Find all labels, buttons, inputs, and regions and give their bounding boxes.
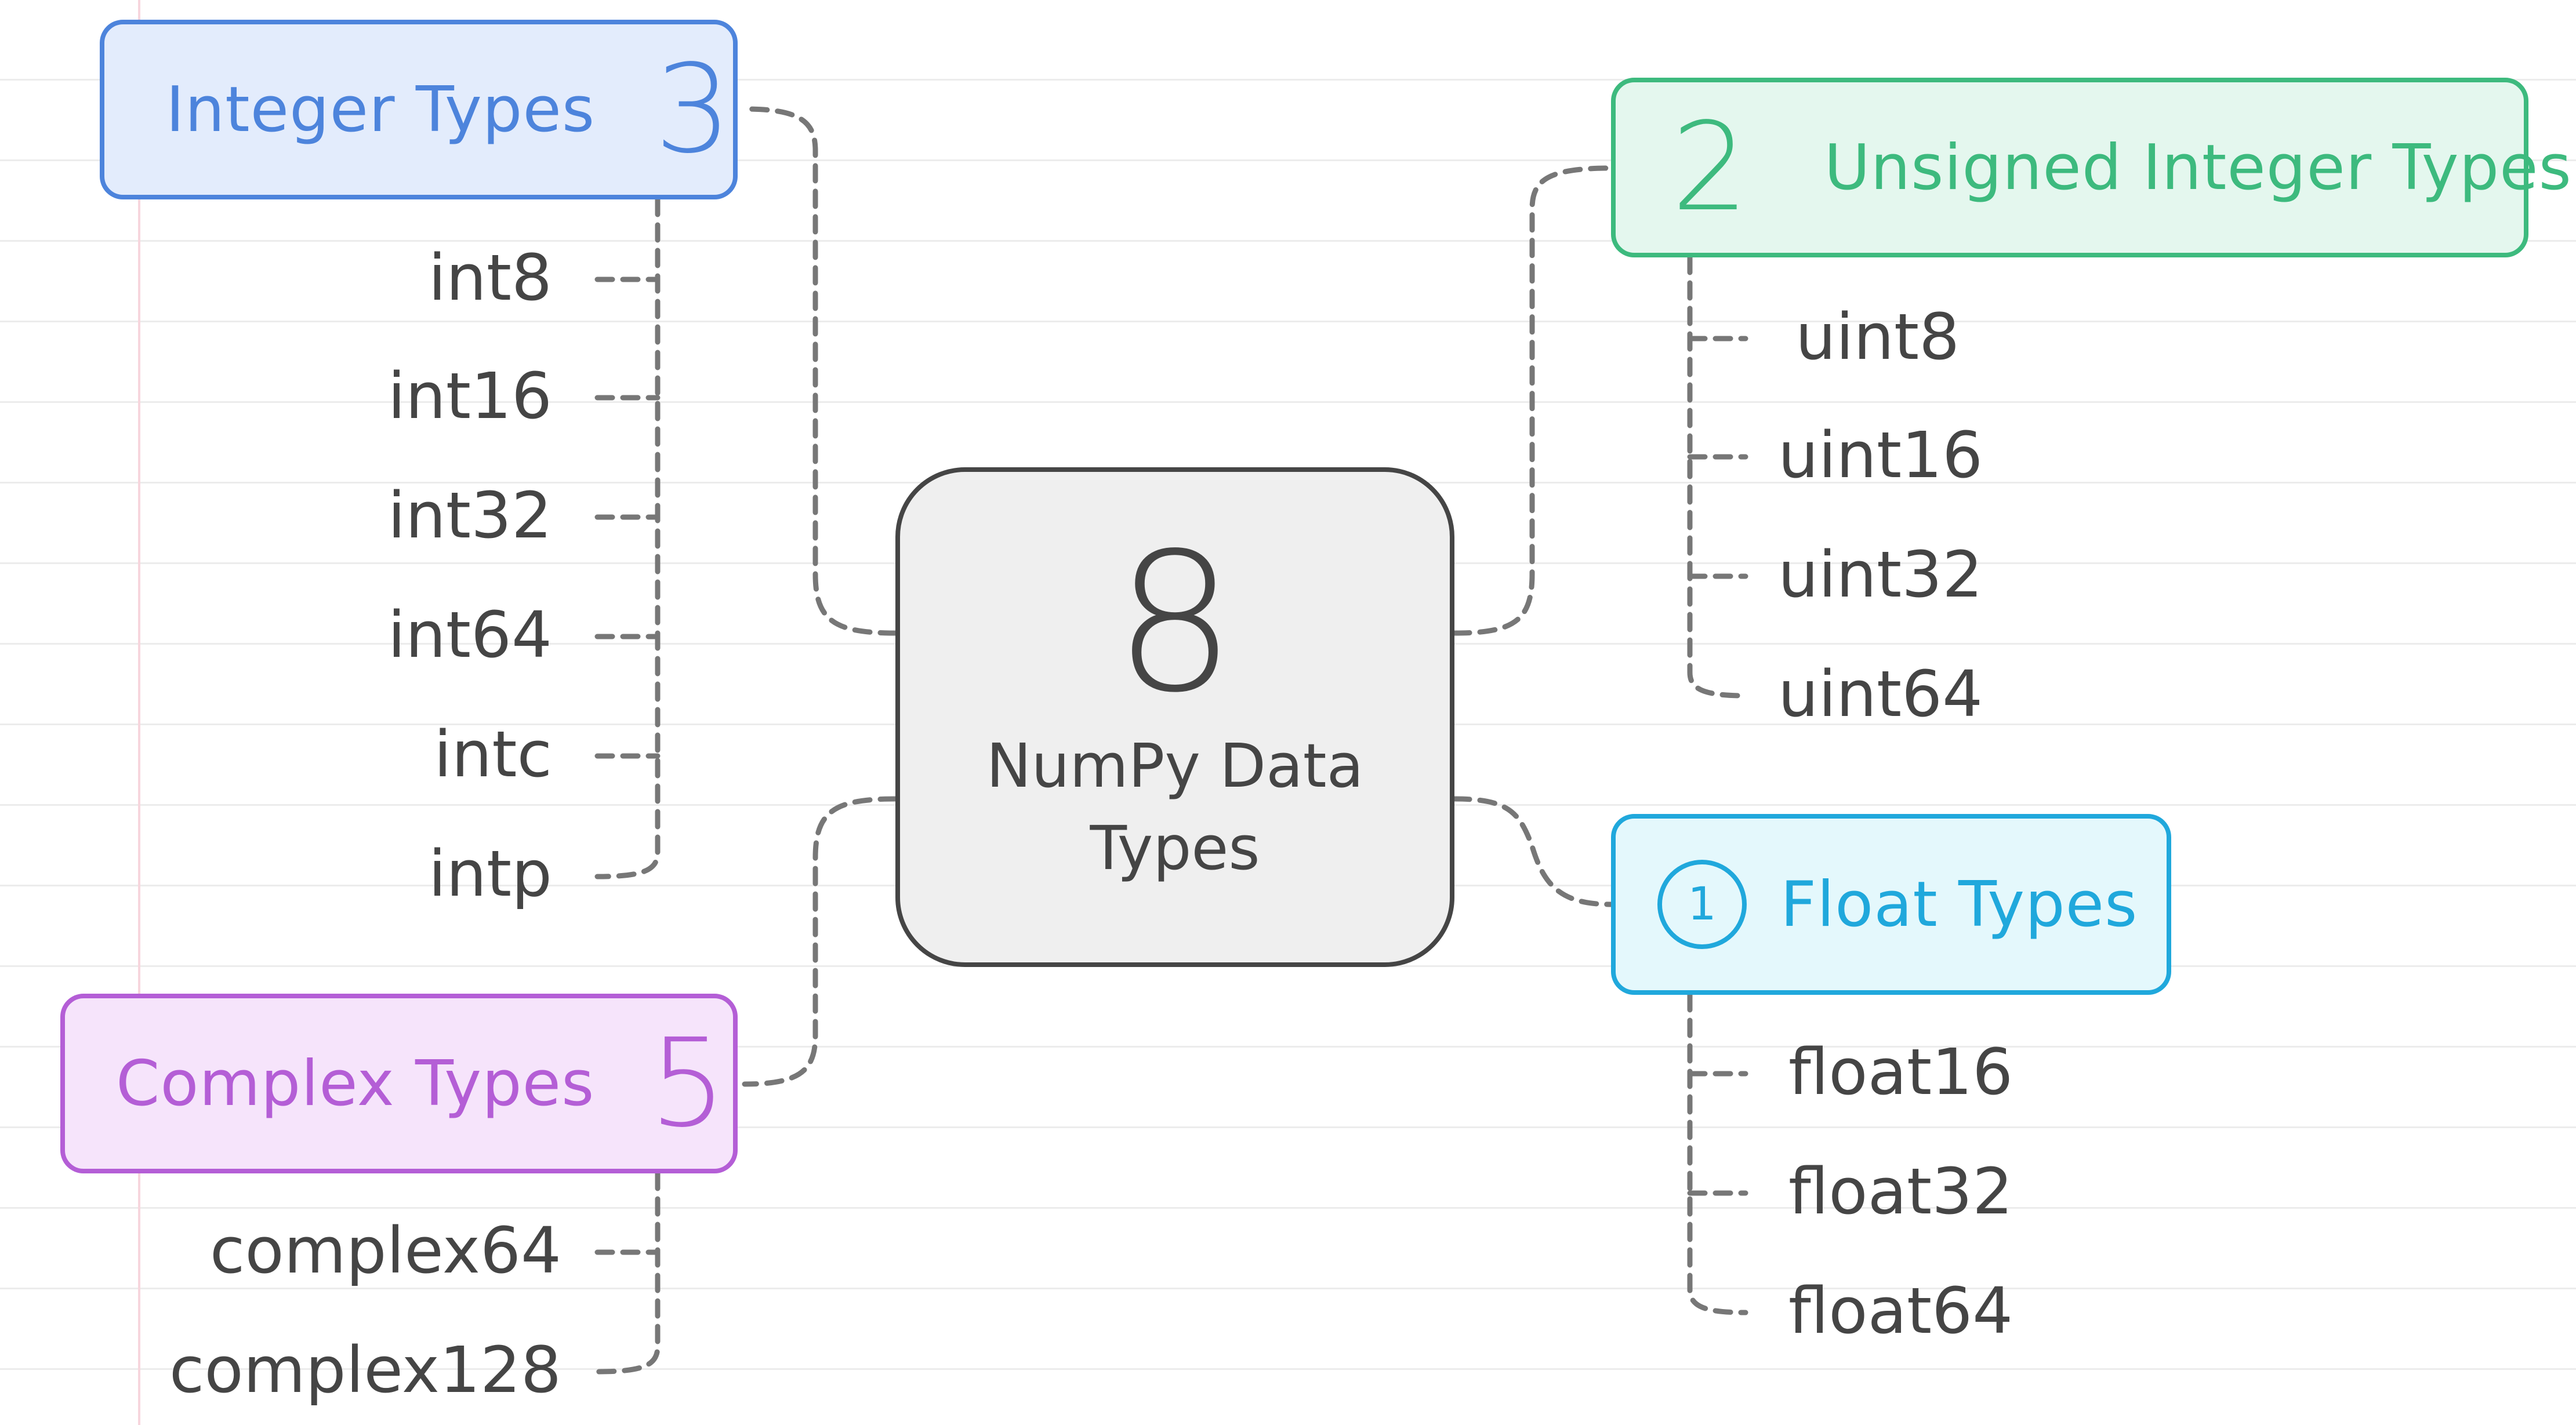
- complex-types-count: 5: [649, 1012, 727, 1154]
- leaf-int64: int64: [387, 598, 552, 672]
- unsigned-integer-types-box: 2 Unsigned Integer Types: [1611, 78, 2571, 257]
- connector-center-integer: [742, 106, 898, 636]
- central-title: NumPy Data Types: [986, 730, 1364, 884]
- connector-complex-trunk: [594, 1170, 661, 1375]
- float-types-label: Float Types: [1780, 868, 2138, 941]
- central-total-count: 8: [1114, 512, 1236, 735]
- integer-types-count: 3: [654, 38, 732, 180]
- leaf-intc: intc: [434, 717, 552, 791]
- leaf-int8: int8: [428, 241, 552, 315]
- leaf-uint64: uint64: [1778, 657, 1983, 731]
- connector-center-float: [1452, 796, 1614, 907]
- central-numpy-data-types-node: 8 NumPy Data Types: [895, 467, 1454, 967]
- connector-unsigned-trunk: [1687, 255, 1748, 699]
- leaf-intp: intp: [428, 837, 552, 911]
- leaf-float16: float16: [1788, 1035, 2013, 1109]
- leaf-complex128: complex128: [169, 1333, 561, 1407]
- leaf-uint16: uint16: [1778, 418, 1983, 492]
- unsigned-integer-types-label: Unsigned Integer Types: [1824, 131, 2572, 204]
- float-types-count-badge: 1: [1657, 860, 1747, 949]
- integer-types-label: Integer Types: [166, 73, 596, 146]
- leaf-float64: float64: [1788, 1274, 2013, 1348]
- leaf-int32: int32: [387, 478, 552, 552]
- complex-types-box: Complex Types 5: [60, 994, 738, 1173]
- complex-types-label: Complex Types: [116, 1047, 595, 1120]
- float-types-box: 1 Float Types: [1611, 814, 2171, 995]
- leaf-uint32: uint32: [1778, 537, 1983, 612]
- unsigned-integer-types-count: 2: [1671, 96, 1749, 238]
- leaf-uint8: uint8: [1795, 300, 1960, 374]
- connector-center-unsigned: [1452, 165, 1614, 636]
- connector-float-trunk: [1687, 992, 1748, 1315]
- leaf-int16: int16: [387, 359, 552, 433]
- leaf-complex64: complex64: [209, 1213, 561, 1288]
- notebook-margin-line: [138, 0, 140, 1425]
- leaf-float32: float32: [1788, 1154, 2013, 1228]
- connector-center-complex: [742, 796, 898, 1087]
- integer-types-box: Integer Types 3: [100, 20, 738, 199]
- connector-integer-trunk: [594, 197, 661, 879]
